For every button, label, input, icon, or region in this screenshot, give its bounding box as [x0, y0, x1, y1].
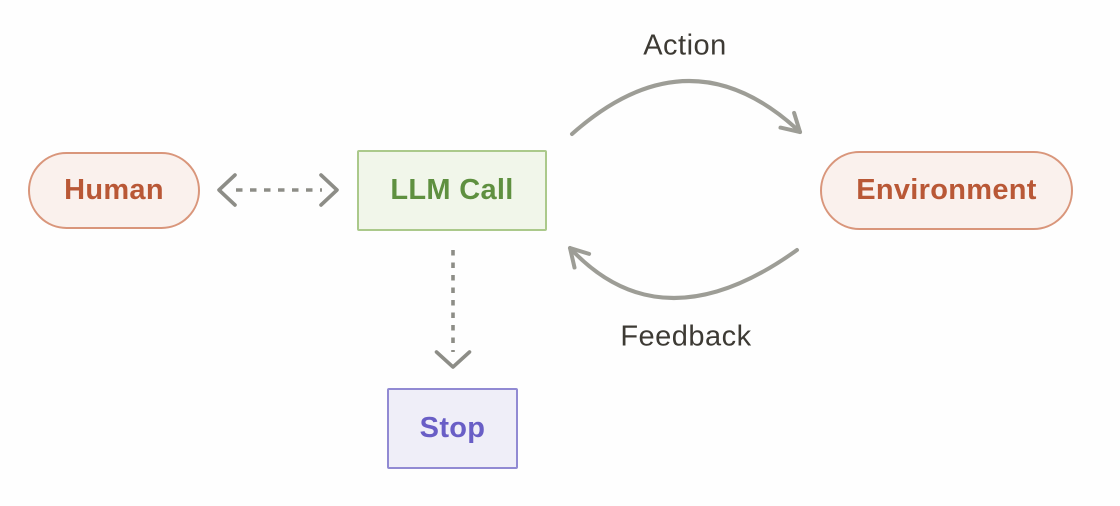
node-stop: Stop: [387, 388, 518, 469]
human-llm-right-arrowhead-icon: [319, 173, 339, 207]
feedback-edge-label: Feedback: [620, 320, 752, 353]
node-llm-call: LLM Call: [357, 150, 547, 231]
node-stop-label: Stop: [419, 412, 486, 444]
node-environment-label: Environment: [856, 174, 1037, 206]
feedback-arrow: [568, 246, 799, 300]
human-llm-left-arrowhead-icon: [217, 173, 237, 207]
node-environment: Environment: [820, 151, 1073, 230]
feedback-arrowhead-icon: [568, 246, 592, 270]
node-human: Human: [28, 152, 200, 229]
action-arrowhead-icon: [778, 110, 802, 134]
node-human-label: Human: [64, 174, 164, 206]
action-edge-label: Action: [643, 29, 727, 62]
node-llm-call-label: LLM Call: [390, 174, 514, 206]
llm-stop-arrowhead-icon: [434, 350, 472, 369]
action-arrow: [570, 79, 802, 136]
